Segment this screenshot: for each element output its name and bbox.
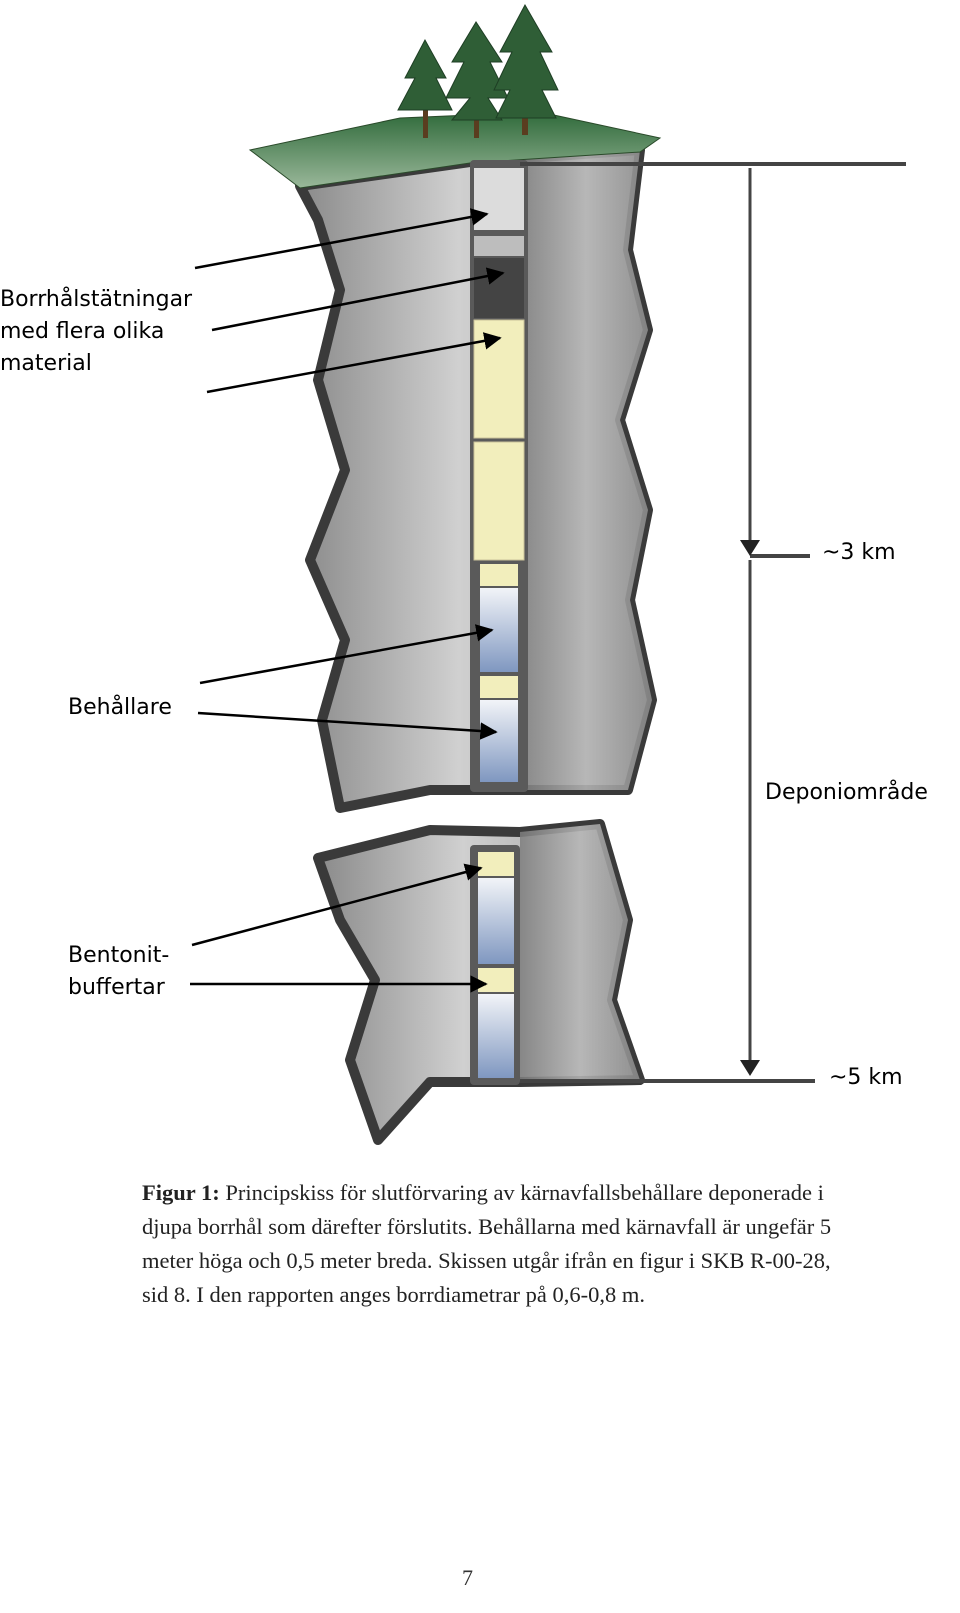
seal-arrow-3 xyxy=(206,332,502,394)
seal-label-line-2: med flera olika xyxy=(0,319,165,344)
tree-icon xyxy=(493,3,559,135)
trees-icon xyxy=(397,3,559,138)
seal-material-band xyxy=(474,236,524,256)
bentonite-buffer xyxy=(478,968,514,992)
seal-material-light xyxy=(474,168,524,230)
arrow-down-icon xyxy=(740,1060,760,1076)
caption-text: Principskiss för slutförvaring av kärnav… xyxy=(142,1180,832,1307)
depth-scale xyxy=(520,162,906,1083)
seal-label-line-1: Borrhålstätningar xyxy=(0,287,193,312)
seal-arrow-1 xyxy=(194,208,489,270)
container-arrow-2 xyxy=(197,711,498,740)
bentonite-label-line-1: Bentonit- xyxy=(68,943,170,968)
deposit-area-label: Deponiområde xyxy=(765,780,928,805)
figure-caption: Figur 1: Principskiss för slutförvaring … xyxy=(142,1176,842,1312)
upper-rock-block xyxy=(248,111,662,813)
borehole-seal-label: Borrhålstätningar med flera olika materi… xyxy=(0,284,192,380)
leader-arrows xyxy=(190,208,505,993)
bentonite-buffer xyxy=(478,852,514,876)
bentonite-label-line-2: buffertar xyxy=(68,975,165,1000)
bentonite-buffer xyxy=(480,564,518,586)
waste-container xyxy=(478,994,514,1078)
tree-icon xyxy=(445,21,509,138)
depth-3km-label: ~3 km xyxy=(822,540,896,565)
container-arrow-1 xyxy=(199,624,494,685)
bentonite-arrow-1 xyxy=(191,863,483,947)
page-number: 7 xyxy=(462,1565,473,1590)
seal-label-line-3: material xyxy=(0,351,92,376)
seal-material-dark xyxy=(474,258,524,318)
waste-container xyxy=(480,700,518,782)
bentonite-seal xyxy=(473,441,525,561)
waste-container xyxy=(478,878,514,964)
tree-icon xyxy=(397,38,453,138)
seal-arrow-2 xyxy=(211,267,505,332)
depth-5km-label: ~5 km xyxy=(829,1065,903,1090)
lower-borehole xyxy=(470,845,520,1085)
caption-prefix: Figur 1: xyxy=(142,1180,220,1205)
upper-borehole xyxy=(470,160,528,792)
arrow-down-icon xyxy=(740,540,760,556)
container-label: Behållare xyxy=(68,695,172,720)
bentonite-buffer xyxy=(480,676,518,698)
bentonite-label: Bentonit- buffertar xyxy=(68,940,169,1004)
